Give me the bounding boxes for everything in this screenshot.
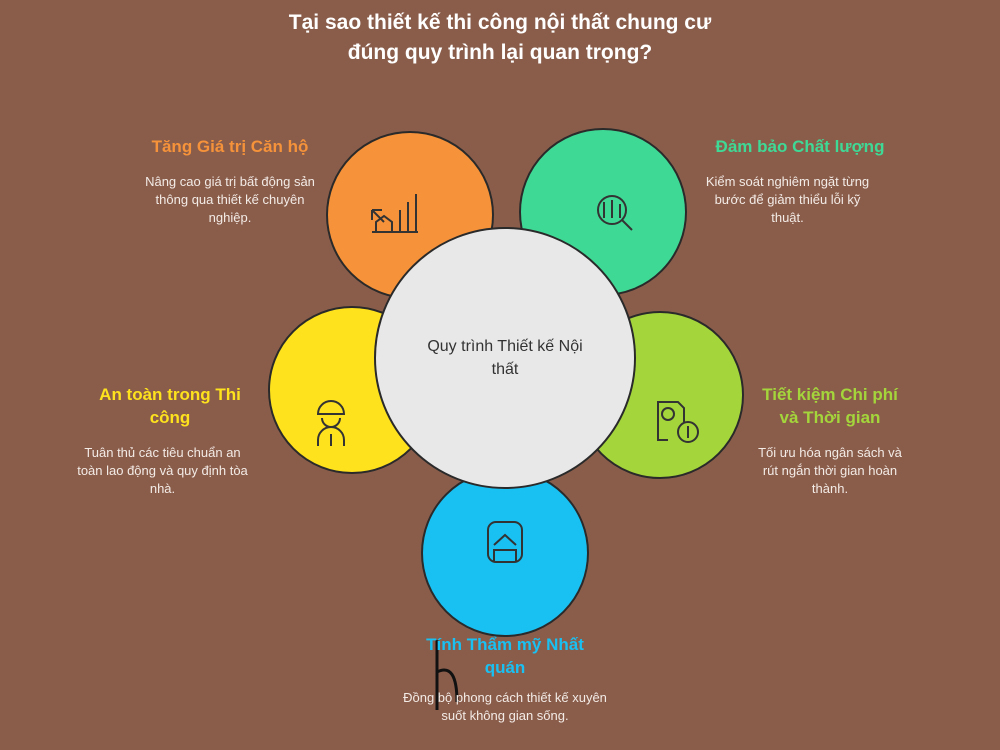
item-desc-cost: Tối ưu hóa ngân sách và rút ngắn thời gi…: [758, 445, 902, 496]
item-title-aesthetic: Tính Thẩm mỹ Nhất quán: [426, 635, 584, 677]
worker-helmet-icon: [316, 400, 346, 446]
item-title-safety: An toàn trong Thi công: [99, 385, 241, 427]
circle-center: [374, 227, 636, 489]
armchair-icon: [487, 521, 523, 563]
item-title-value: Tăng Giá trị Căn hộ: [151, 137, 309, 156]
item-title-cost: Tiết kiệm Chi phí và Thời gian: [762, 385, 898, 427]
item-desc-safety: Tuân thủ các tiêu chuẩn an toàn lao động…: [77, 445, 248, 496]
circle-aesthetic: [421, 469, 589, 637]
item-desc-quality: Kiểm soát nghiêm ngặt từng bước để giảm …: [705, 174, 870, 225]
growth-chart-house-icon: [371, 194, 418, 233]
building-magnifier-icon: [597, 195, 633, 231]
document-clock-dollar-icon: [657, 401, 699, 443]
item-desc-aesthetic: Đồng bộ phong cách thiết kế xuyên suốt k…: [403, 690, 607, 723]
item-desc-value: Nâng cao giá trị bất động sản thông qua …: [145, 174, 315, 225]
page-title: Tại sao thiết kế thi công nội thất chung…: [288, 11, 712, 64]
center-label: Quy trình Thiết kế Nội thất: [427, 338, 583, 378]
watermark-logo: [435, 640, 459, 710]
item-title-quality: Đảm bảo Chất lượng: [715, 137, 885, 156]
